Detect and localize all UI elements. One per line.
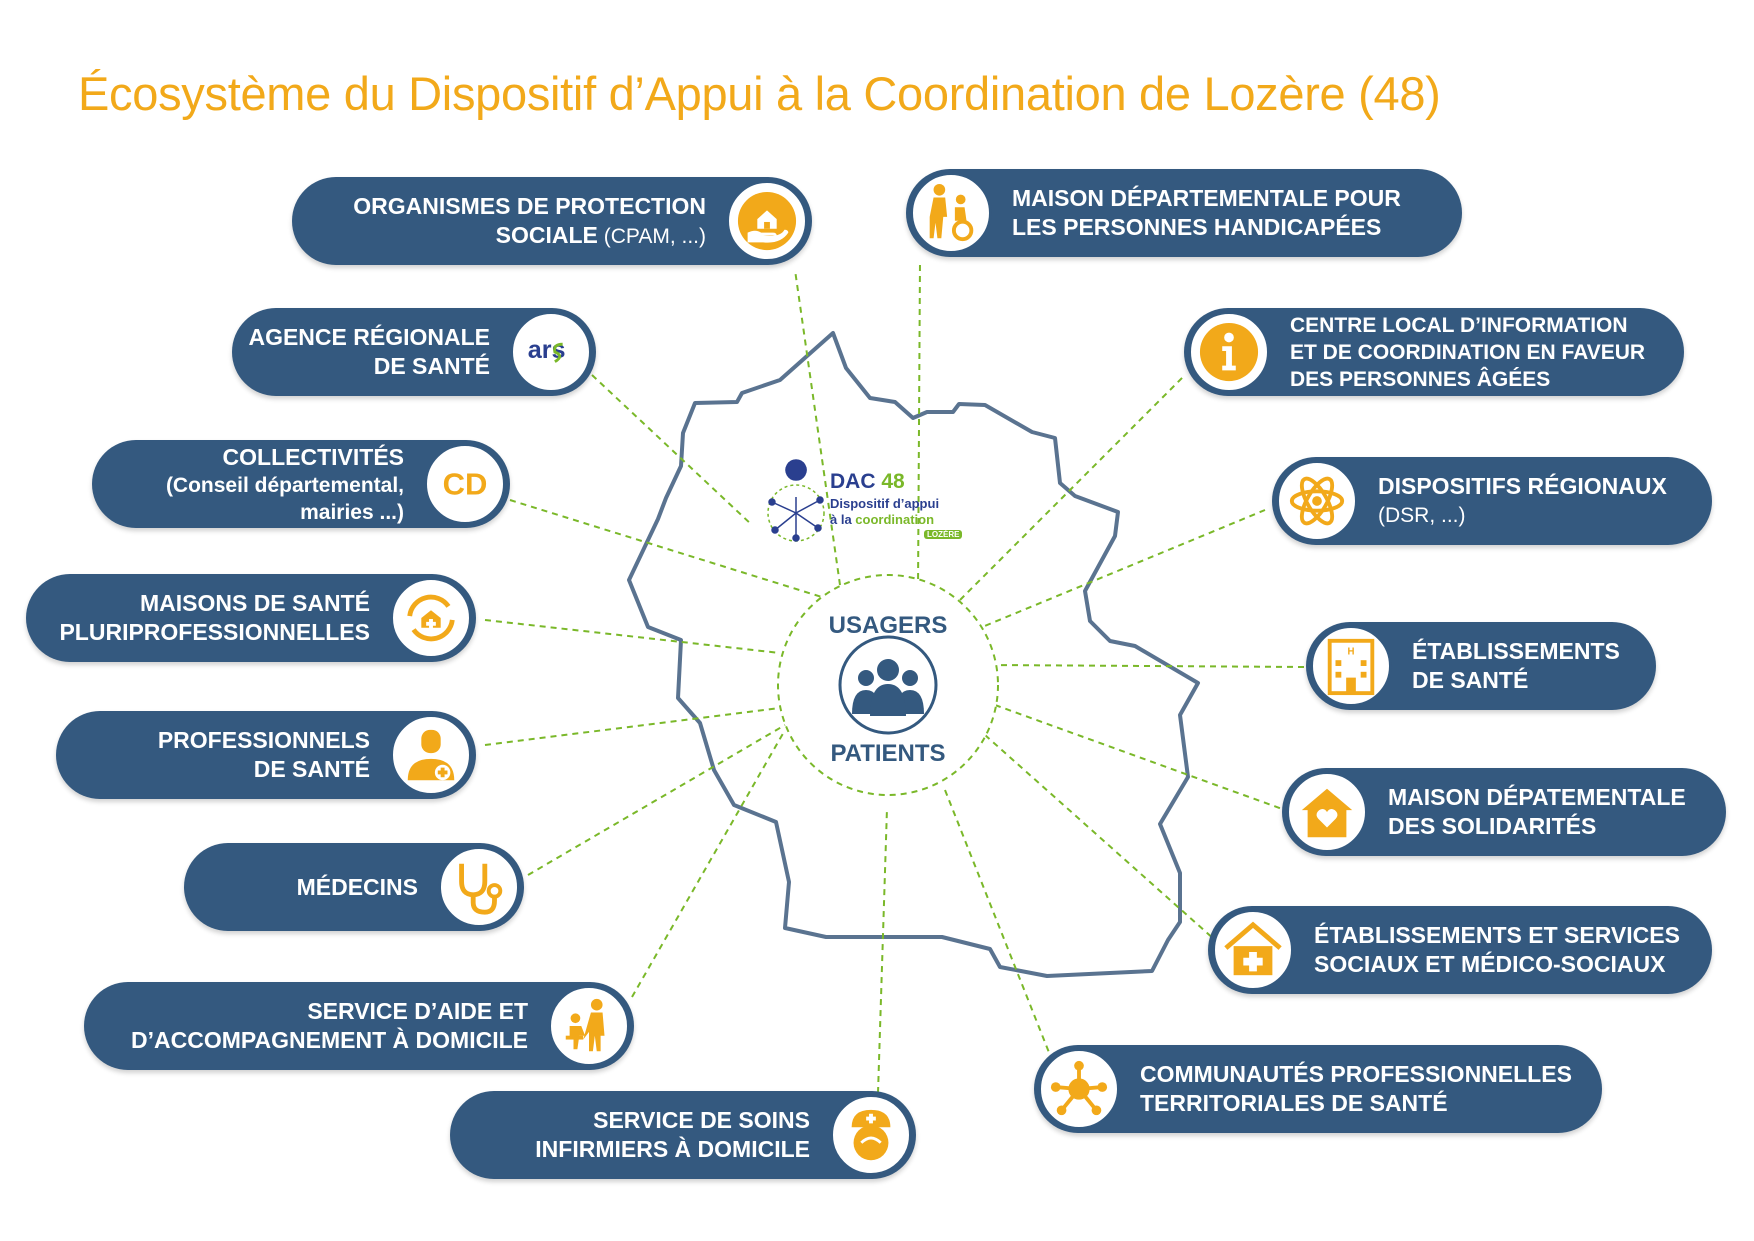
item-maison-solidarites: MAISON DÉPATEMENTALE DES SOLIDARITÉS [1282, 768, 1726, 856]
item-line1: ÉTABLISSEMENTS ET SERVICES [1314, 922, 1680, 948]
item-line1: MAISONS DE SANTÉ [139, 590, 370, 616]
item-protection-sociale: ORGANISMES DE PROTECTION SOCIALE (CPAM, … [292, 177, 812, 265]
item-line1: COLLECTIVITÉS [222, 443, 404, 470]
item-sub: (CPAM, ...) [597, 224, 706, 248]
cd-icon: CD [424, 443, 506, 525]
item-line2: ET DE COORDINATION EN FAVEUR [1290, 340, 1646, 364]
item-line3: mairies ...) [300, 500, 404, 524]
info-icon [1188, 311, 1270, 393]
item-line2: SOCIAUX ET MÉDICO-SOCIAUX [1314, 951, 1666, 977]
dac-logo: DAC 48 Dispositif d’appui à la coordinat… [764, 468, 974, 548]
house-cycle-icon [390, 577, 472, 659]
item-line2: TERRITORIALES DE SANTÉ [1140, 1090, 1448, 1116]
item-line2: (Conseil départemental, [165, 473, 404, 497]
item-line2: D’ACCOMPAGNEMENT À DOMICILE [131, 1027, 528, 1053]
center-top-label: USAGERS [828, 612, 948, 639]
item-ars: AGENCE RÉGIONALE DE SANTÉ ars [232, 308, 596, 396]
nurse-icon [830, 1094, 912, 1176]
ars-logo-icon: ars [510, 311, 592, 393]
item-etablissements-sociaux: ÉTABLISSEMENTS ET SERVICES SOCIAUX ET MÉD… [1208, 906, 1712, 994]
item-collectivites: COLLECTIVITÉS (Conseil départemental, mair… [92, 440, 510, 528]
hospital-icon: H [1310, 625, 1392, 707]
page-title: Écosystème du Dispositif d’Appui à la Co… [78, 67, 1441, 120]
item-line2: DES SOLIDARITÉS [1388, 813, 1597, 839]
item-line1: ÉTABLISSEMENTS [1412, 638, 1620, 664]
item-line2: LES PERSONNES HANDICAPÉES [1012, 214, 1382, 240]
item-dispositifs-regionaux: DISPOSITIFS RÉGIONAUX (DSR, ...) [1272, 457, 1712, 545]
lozere-map-outline [627, 331, 1200, 978]
group-icon [838, 635, 938, 735]
logo-line2b: coordination [855, 512, 935, 527]
item-line1: MAISON DÉPARTEMENTALE POUR [1012, 185, 1401, 211]
item-line1: COMMUNAUTÉS PROFESSIONNELLES [1140, 1061, 1572, 1087]
item-line1: ORGANISMES DE PROTECTION [353, 192, 706, 219]
item-soins-infirmiers: SERVICE DE SOINS INFIRMIERS À DOMICILE [450, 1091, 916, 1179]
item-professionnels-sante: PROFESSIONNELS DE SANTÉ [56, 711, 476, 799]
item-mdph: MAISON DÉPARTEMENTALE POUR LES PERSONNES … [906, 169, 1462, 257]
item-service-aide: SERVICE D’AIDE ET D’ACCOMPAGNEMENT À DOMI… [84, 982, 634, 1070]
item-clic: CENTRE LOCAL D’INFORMATION ET DE COORDINA… [1184, 308, 1684, 396]
svg-text:H: H [1348, 646, 1355, 657]
logo-dac: DAC [830, 470, 876, 493]
home-help-icon [548, 985, 630, 1067]
dac-logo-mark-icon [767, 459, 825, 542]
logo-line2a: à la [830, 512, 856, 527]
stethoscope-icon [438, 846, 520, 928]
logo-tag: LOZÈRE [924, 530, 963, 539]
item-line1: DISPOSITIFS RÉGIONAUX [1378, 473, 1667, 499]
heart-house-icon [1286, 771, 1368, 853]
network-icon [1038, 1048, 1120, 1130]
logo-number: 48 [881, 470, 905, 493]
connector-lines [484, 259, 1306, 1094]
item-line1: SERVICE DE SOINS [593, 1107, 810, 1133]
item-line2: DE SANTÉ [253, 756, 370, 782]
item-cpts: COMMUNAUTÉS PROFESSIONNELLES TERRITORIALE… [1034, 1045, 1602, 1133]
ars-logo-text: ars [528, 336, 566, 364]
item-line2: SOCIALE [495, 221, 598, 248]
item-medecins: MÉDECINS [184, 843, 524, 931]
item-line1: MÉDECINS [296, 873, 418, 900]
logo-line1: Dispositif d’appui [830, 496, 940, 511]
item-line1: SERVICE D’AIDE ET [307, 998, 528, 1024]
item-line1: PROFESSIONNELS [157, 727, 370, 753]
hand-house-icon [726, 180, 808, 262]
item-line2: (DSR, ...) [1378, 504, 1466, 527]
item-line2: PLURIPROFESSIONNELLES [59, 619, 370, 645]
cd-icon-text: CD [443, 467, 488, 502]
item-line1: AGENCE RÉGIONALE [248, 324, 490, 350]
center-bottom-label: PATIENTS [830, 740, 946, 767]
item-line2: DE SANTÉ [373, 353, 490, 379]
item-line2: INFIRMIERS À DOMICILE [535, 1136, 810, 1162]
medical-house-icon [1212, 909, 1294, 991]
item-maisons-sante: MAISONS DE SANTÉ PLURIPROFESSIONNELLES [26, 574, 476, 662]
item-line1: MAISON DÉPATEMENTALE [1388, 784, 1686, 810]
item-line3: DES PERSONNES ÂGÉES [1290, 367, 1551, 391]
item-line1: CENTRE LOCAL D’INFORMATION [1290, 313, 1628, 337]
item-etablissements-sante: H ÉTABLISSEMENTS DE SANTÉ [1306, 622, 1656, 710]
item-line2: DE SANTÉ [1412, 667, 1529, 693]
atom-icon [1276, 460, 1358, 542]
health-professional-icon [390, 714, 472, 796]
wheelchair-icon [910, 172, 992, 254]
